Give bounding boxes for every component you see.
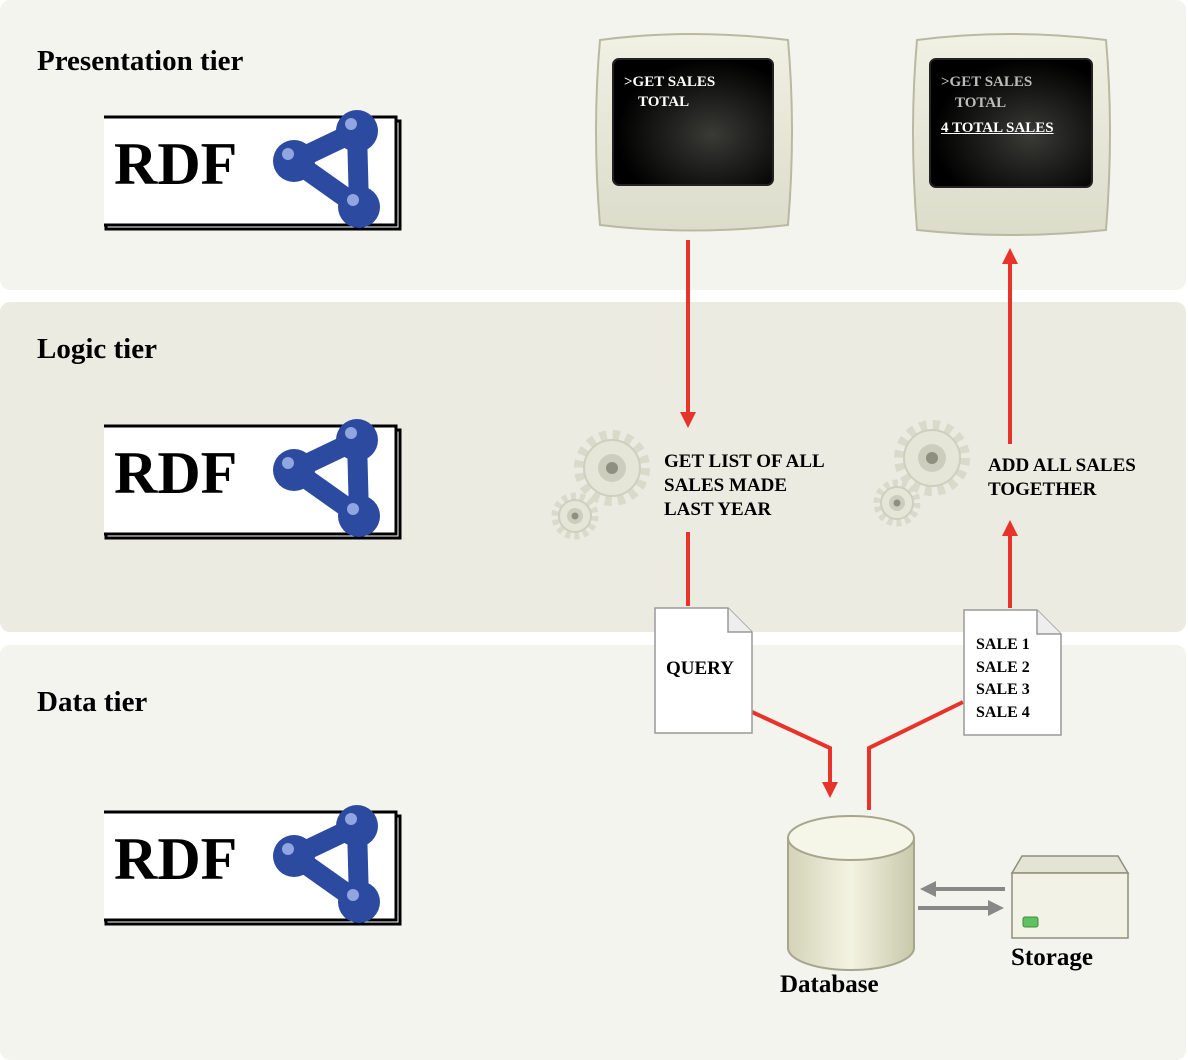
response-screen-line-1: >GET SALES [941, 74, 1033, 90]
presentation-tier-title: Presentation tier [37, 45, 244, 77]
rdf-logo-text: RDF [114, 440, 237, 506]
request-screen-line-1: >GET SALES [624, 74, 716, 90]
request-screen-line-2: TOTAL [638, 94, 690, 110]
results-list: SALE 1 SALE 2 SALE 3 SALE 4 [976, 634, 1030, 724]
rdf-graph-icon [273, 419, 380, 537]
response-screen-result: 4 TOTAL SALES [941, 120, 1054, 136]
query-label: QUERY [666, 658, 734, 679]
query-step-text: GET LIST OF ALL SALES MADE LAST YEAR [664, 450, 864, 522]
gear-icon [873, 420, 970, 527]
rdf-logo-text: RDF [114, 131, 237, 197]
rdf-logo: RDF [104, 110, 402, 231]
storage-label: Storage [1011, 944, 1093, 971]
result-item: SALE 1 [976, 636, 1030, 653]
results-document [963, 609, 1062, 736]
rdf-graph-icon [273, 110, 380, 228]
rdf-logo-text: RDF [114, 826, 237, 892]
query-step-line: GET LIST OF ALL [664, 451, 825, 472]
result-item: SALE 2 [976, 658, 1030, 676]
rdf-logo: RDF [104, 419, 402, 540]
response-screen-line-2: TOTAL [955, 95, 1007, 111]
sum-step-text: ADD ALL SALES TOGETHER [988, 454, 1188, 502]
query-document [654, 607, 753, 734]
sum-step-line: ADD ALL SALES [988, 455, 1136, 476]
monitor-response [912, 33, 1111, 236]
monitor-request [595, 33, 793, 232]
data-tier-title: Data tier [37, 686, 148, 718]
query-step-line: SALES MADE [664, 475, 787, 496]
result-item: SALE 4 [976, 703, 1030, 721]
result-item: SALE 3 [976, 681, 1030, 698]
rdf-logo: RDF [104, 805, 402, 926]
query-step-line: LAST YEAR [664, 499, 772, 520]
database-label: Database [780, 971, 879, 998]
storage-sync-arrows [918, 881, 1005, 916]
logic-tier-title: Logic tier [37, 333, 157, 365]
rdf-graph-icon [273, 805, 380, 923]
storage-icon [1010, 855, 1130, 939]
database-icon [787, 815, 915, 971]
sum-step-line: TOGETHER [988, 479, 1097, 500]
flow-arrows [680, 240, 1018, 810]
gear-icon [551, 430, 650, 540]
